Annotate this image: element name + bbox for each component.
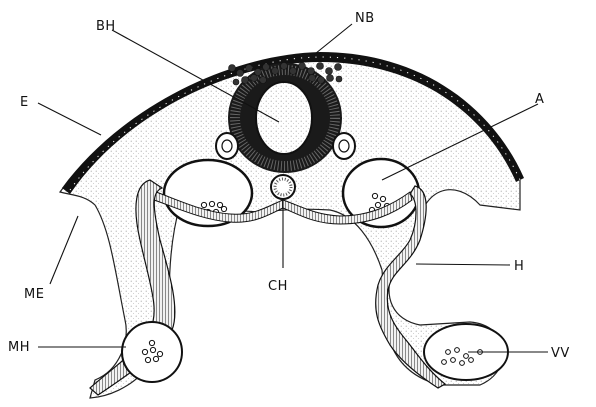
neural-canal (256, 82, 312, 154)
notochord (271, 175, 295, 199)
label-vv: VV (551, 346, 570, 361)
label-h: H (514, 259, 524, 274)
label-e: E (20, 95, 29, 110)
vitelline-veins (122, 322, 508, 382)
label-mh: MH (8, 340, 30, 355)
label-nb: NB (355, 11, 375, 26)
label-bh: BH (96, 19, 116, 34)
label-a: A (535, 92, 544, 107)
label-ch: CH (268, 279, 288, 294)
label-me: ME (24, 287, 44, 302)
